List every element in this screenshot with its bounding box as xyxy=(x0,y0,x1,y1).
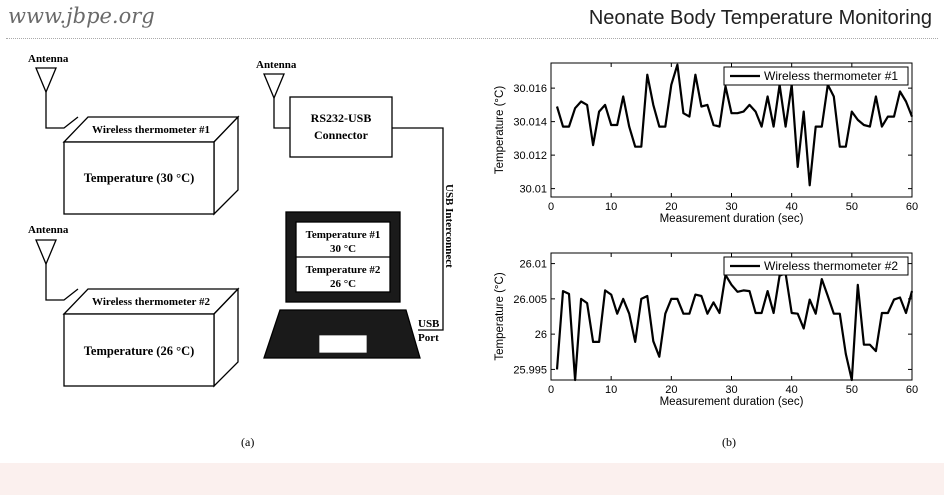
usb-port-label-line2: Port xyxy=(418,332,439,344)
thermometer-2-temperature: Temperature (26 °C) xyxy=(84,344,195,358)
antenna-2-wire xyxy=(45,264,79,301)
usb-port-label-line1: USB xyxy=(418,318,440,330)
legend-box xyxy=(723,256,909,276)
x-tick-label: 50 xyxy=(846,384,858,396)
antenna-3-wire xyxy=(273,98,290,129)
x-tick-label: 30 xyxy=(725,384,737,396)
y-tick-label: 30.01 xyxy=(519,184,547,196)
legend-label: Wireless thermometer #1 xyxy=(764,69,898,83)
laptop-icon xyxy=(263,211,421,359)
usb-interconnect-cable xyxy=(392,127,444,331)
antenna-2-label: Antenna xyxy=(28,224,69,236)
usb-interconnect-label: USB Interconnect xyxy=(443,184,455,268)
rs232-usb-connector xyxy=(289,96,393,158)
screen-temp1-title: Temperature #1 xyxy=(306,229,381,241)
x-tick-label: 0 xyxy=(548,384,554,396)
chart-thermometer-1: 0 10 20 30 40 50 60 30.01 30.012 30.014 30.016 Wire… xyxy=(494,62,918,225)
antenna-1-wire xyxy=(45,92,79,129)
x-axis-label: Measurement duration (sec) xyxy=(660,213,804,225)
series-line xyxy=(555,63,914,187)
x-tick-label: 20 xyxy=(665,384,677,396)
x-tick-label: 60 xyxy=(906,201,918,213)
antenna-3-icon xyxy=(263,73,285,100)
chart-thermometer-2: 0 10 20 30 40 50 60 25.995 26 26.005 26.01 Wireless… xyxy=(494,252,918,408)
connector-label-line1: RS232-USB xyxy=(311,111,372,125)
header-rule xyxy=(6,38,938,39)
thermometer-1-device: Wireless thermometer #1 Temperature (30 … xyxy=(62,115,240,216)
y-tick-label: 26.01 xyxy=(519,259,547,271)
x-tick-label: 40 xyxy=(786,201,798,213)
y-tick-label: 26 xyxy=(535,329,547,341)
thermometer-2-label: Wireless thermometer #2 xyxy=(92,296,210,308)
panel-a-caption: (a) xyxy=(241,435,254,449)
connector-label-line2: Connector xyxy=(314,128,369,142)
system-diagram: Antenna Wireless thermometer #1 Temperat… xyxy=(28,53,455,449)
y-tick-label: 26.005 xyxy=(513,294,547,306)
antenna-2-icon xyxy=(35,239,57,266)
x-tick-label: 30 xyxy=(725,201,737,213)
x-tick-label: 10 xyxy=(605,384,617,396)
x-tick-label: 0 xyxy=(548,201,554,213)
thermometer-2-device: Wireless thermometer #2 Temperature (26 … xyxy=(62,287,240,388)
panel-b-caption: (b) xyxy=(722,435,736,449)
legend-box xyxy=(723,66,909,86)
y-tick-label: 25.995 xyxy=(513,364,547,376)
running-title: Neonate Body Temperature Monitoring xyxy=(588,7,932,29)
x-tick-label: 60 xyxy=(906,384,918,396)
y-tick-label: 30.012 xyxy=(513,150,547,162)
antenna-1-icon xyxy=(35,67,57,94)
thermometer-1-label: Wireless thermometer #1 xyxy=(92,124,210,136)
thermometer-1-temperature: Temperature (30 °C) xyxy=(84,171,195,185)
y-axis-label: Temperature (°C) xyxy=(494,86,506,174)
x-tick-label: 20 xyxy=(665,201,677,213)
y-tick-label: 30.014 xyxy=(513,117,547,129)
antenna-3-label: Antenna xyxy=(256,59,297,71)
x-tick-label: 10 xyxy=(605,201,617,213)
antenna-1-label: Antenna xyxy=(28,53,69,65)
x-tick-label: 40 xyxy=(786,384,798,396)
legend-label: Wireless thermometer #2 xyxy=(764,259,898,273)
y-tick-label: 30.016 xyxy=(513,83,547,95)
journal-url: www.jbpe.org xyxy=(8,4,155,28)
x-axis-label: Measurement duration (sec) xyxy=(660,396,804,408)
screen-temp2-value: 26 °C xyxy=(330,278,356,290)
series-line xyxy=(555,272,914,382)
y-axis-label: Temperature (°C) xyxy=(494,272,506,360)
footer-band xyxy=(0,463,944,495)
screen-temp1-value: 30 °C xyxy=(330,243,356,255)
x-tick-label: 50 xyxy=(846,201,858,213)
screen-temp2-title: Temperature #2 xyxy=(306,264,381,276)
